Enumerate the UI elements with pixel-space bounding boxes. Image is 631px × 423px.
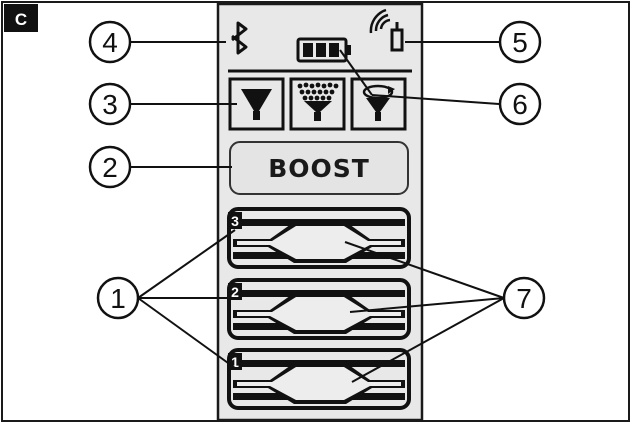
bluetooth-icon [231,21,248,55]
leader-line-7c [351,297,505,383]
spray-focus-icon [241,89,272,120]
leader-line-6b [339,49,373,96]
boost-label: BOOST [268,154,370,183]
leader-line-7a [344,241,505,299]
mode-button-wide[interactable] [289,77,346,131]
leader-line-1a [137,229,236,299]
spray-wide-icon [297,82,339,121]
leader-line-7b [349,297,505,313]
level-number-3: 3 [231,213,239,229]
spray-rotate-icon [362,84,395,121]
callout-6: 6 [498,82,542,126]
flow-level-icon [233,219,405,263]
leader-line-1c [137,297,236,369]
leader-line-6a [371,94,500,105]
boost-button[interactable]: BOOST [229,141,409,195]
callout-2: 2 [88,145,132,189]
callout-number: 7 [516,283,532,314]
callout-7: 7 [502,276,546,320]
mode-button-rotate[interactable] [350,77,407,131]
callout-4: 4 [88,20,132,64]
flow-level-button-1[interactable]: 1 [227,348,411,410]
leader-lines [131,41,505,383]
callout-3: 3 [88,82,132,126]
level-number-1: 1 [231,354,239,370]
callout-number: 2 [102,152,118,183]
figure-label-badge: C [4,4,38,32]
flow-level-button-3[interactable]: 3 [227,207,411,269]
callout-1: 1 [96,276,140,320]
battery-icon [296,37,351,63]
callout-number: 5 [512,27,528,58]
figure-label: C [15,10,27,29]
callout-number: 1 [110,283,126,314]
callout-number: 6 [512,89,528,120]
callout-5: 5 [498,20,542,64]
flow-level-button-2[interactable]: 2 [227,278,411,340]
callout-number: 3 [102,89,118,120]
flow-level-icon [233,360,405,404]
mode-button-focus[interactable] [228,77,285,131]
flow-level-icon [233,290,405,334]
wireless-signal-icon [369,8,404,52]
level-number-2: 2 [231,284,239,300]
callout-number: 4 [102,27,118,58]
